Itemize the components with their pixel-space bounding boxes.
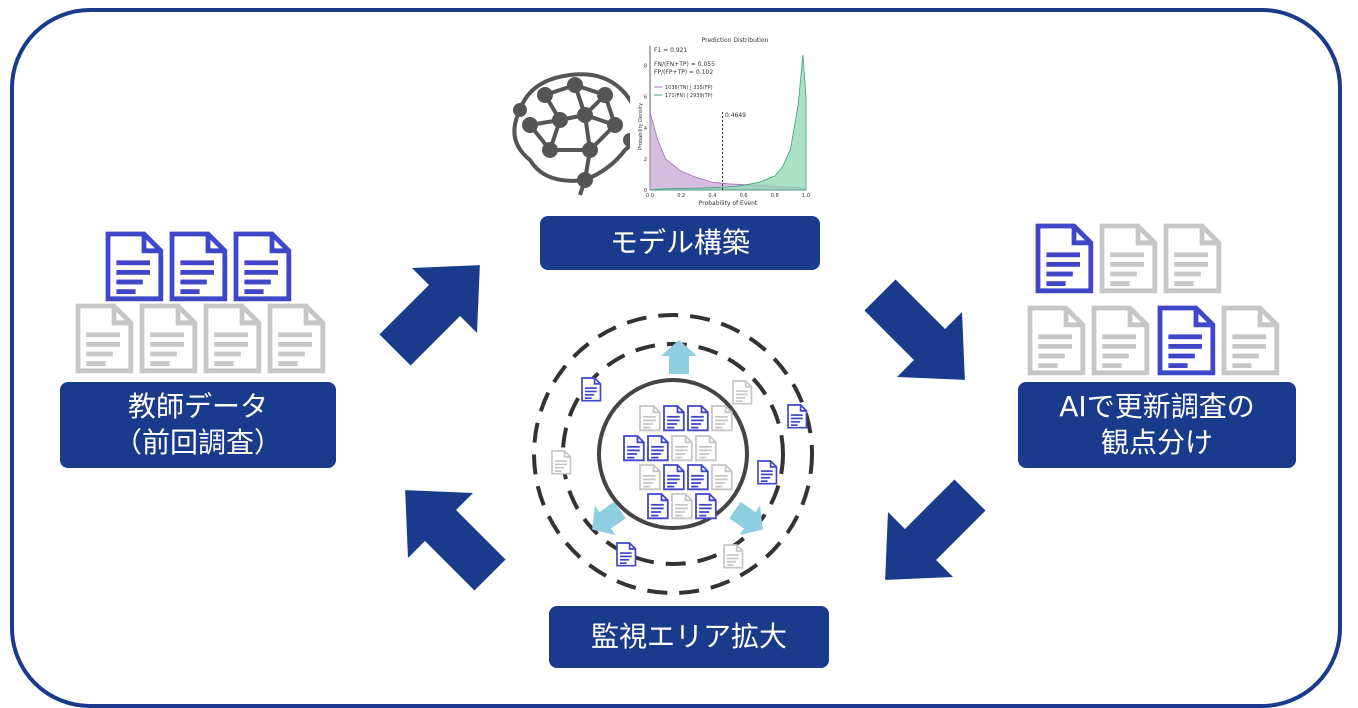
document-icon (1224, 308, 1277, 373)
document-icon (695, 435, 717, 462)
document-icon (757, 460, 778, 485)
document-icon (711, 464, 733, 491)
document-icon (671, 435, 693, 462)
expand-arrow-icon (729, 501, 763, 536)
x-tick-label: 0.2 (677, 193, 685, 199)
x-tick-label: 0.0 (646, 193, 654, 199)
cycle-arrows (379, 265, 986, 591)
arrow-down-right-icon (864, 279, 965, 380)
ai-label-line1: AIで更新調査の (1059, 390, 1255, 423)
stat-fp: FP/(FP+TP) = 0.102 (654, 69, 713, 76)
legend-entry: 171(FN) | 2939(TP) (665, 93, 713, 99)
expand-arrow-icon (661, 340, 697, 374)
arrow-down-left-icon (885, 479, 986, 580)
stat-f1: F1 = 0.921 (654, 47, 687, 54)
middle-dashed-ring (561, 342, 785, 566)
y-tick-label: 2 (644, 157, 647, 163)
document-icon (1102, 226, 1155, 291)
document-icon (695, 493, 717, 520)
y-tick-label: 8 (644, 64, 647, 70)
document-icon (787, 404, 808, 429)
document-icon (639, 405, 661, 432)
y-tick-label: 0 (644, 188, 647, 194)
document-icon (732, 380, 753, 405)
ai-label-line2: 観点分け (1100, 426, 1213, 459)
document-icon (1160, 308, 1213, 373)
document-icon (616, 542, 637, 567)
document-icon (142, 306, 195, 371)
document-icon (236, 234, 289, 299)
document-icon (206, 306, 259, 371)
document-icon (551, 450, 572, 475)
ai-docs (1030, 226, 1277, 373)
document-icon (639, 464, 661, 491)
expand-label-text: 監視エリア拡大 (590, 620, 787, 653)
document-icon (647, 435, 669, 462)
document-icon (647, 493, 669, 520)
document-icon (1030, 308, 1083, 373)
legend-entry: 1036(TN) | 335(FP) (665, 85, 713, 91)
document-icon (623, 435, 645, 462)
document-icon (78, 306, 131, 371)
x-axis-label: Probability of Event (699, 200, 758, 207)
document-icon (1166, 226, 1219, 291)
stat-fn: FN/(FN+TP) = 0.055 (654, 61, 715, 68)
brain-network-icon (512, 72, 641, 196)
arrow-up-left-icon (405, 490, 506, 591)
document-icon (687, 405, 709, 432)
monitoring-expansion-label: 監視エリア拡大 (549, 606, 829, 668)
document-icon (172, 234, 225, 299)
y-axis-label: Probability Density (638, 103, 644, 150)
y-tick-label: 6 (644, 95, 647, 101)
x-tick-label: 0.6 (740, 193, 748, 199)
teacher-label-line2: （前回調査） (113, 426, 282, 459)
chart-title: Prediction Distribution (702, 37, 769, 44)
document-icon (270, 306, 323, 371)
teacher-data-label: 教師データ （前回調査） (60, 382, 336, 468)
x-tick-label: 1.0 (802, 193, 810, 199)
document-icon (1038, 226, 1091, 291)
outer-dashed-ring (532, 313, 814, 595)
model-label-text: モデル構築 (609, 226, 750, 259)
document-icon (711, 405, 733, 432)
teacher-docs (78, 234, 323, 371)
threshold-label: 0.4649 (725, 112, 746, 119)
document-icon (663, 464, 685, 491)
arrow-up-right-icon (379, 265, 480, 366)
expand-arrow-icon (592, 501, 626, 536)
expansion-arrows (592, 340, 763, 536)
inset-chart: Prediction Distribution 0.4649 F1 = 0.92… (630, 30, 820, 210)
density-area-1 (649, 54, 807, 191)
document-icon (1094, 308, 1147, 373)
x-tick-label: 0.8 (771, 193, 779, 199)
document-icon (687, 464, 709, 491)
monitoring-area (532, 313, 814, 595)
model-build-label: モデル構築 (540, 216, 820, 270)
document-icon (663, 405, 685, 432)
document-icon (671, 493, 693, 520)
document-icon (723, 544, 744, 569)
y-tick-label: 4 (644, 126, 647, 132)
x-tick-label: 0.4 (708, 193, 716, 199)
document-icon (108, 234, 161, 299)
document-icon (581, 377, 602, 402)
ai-classification-label: AIで更新調査の 観点分け (1018, 382, 1296, 468)
teacher-label-line1: 教師データ (127, 390, 268, 423)
